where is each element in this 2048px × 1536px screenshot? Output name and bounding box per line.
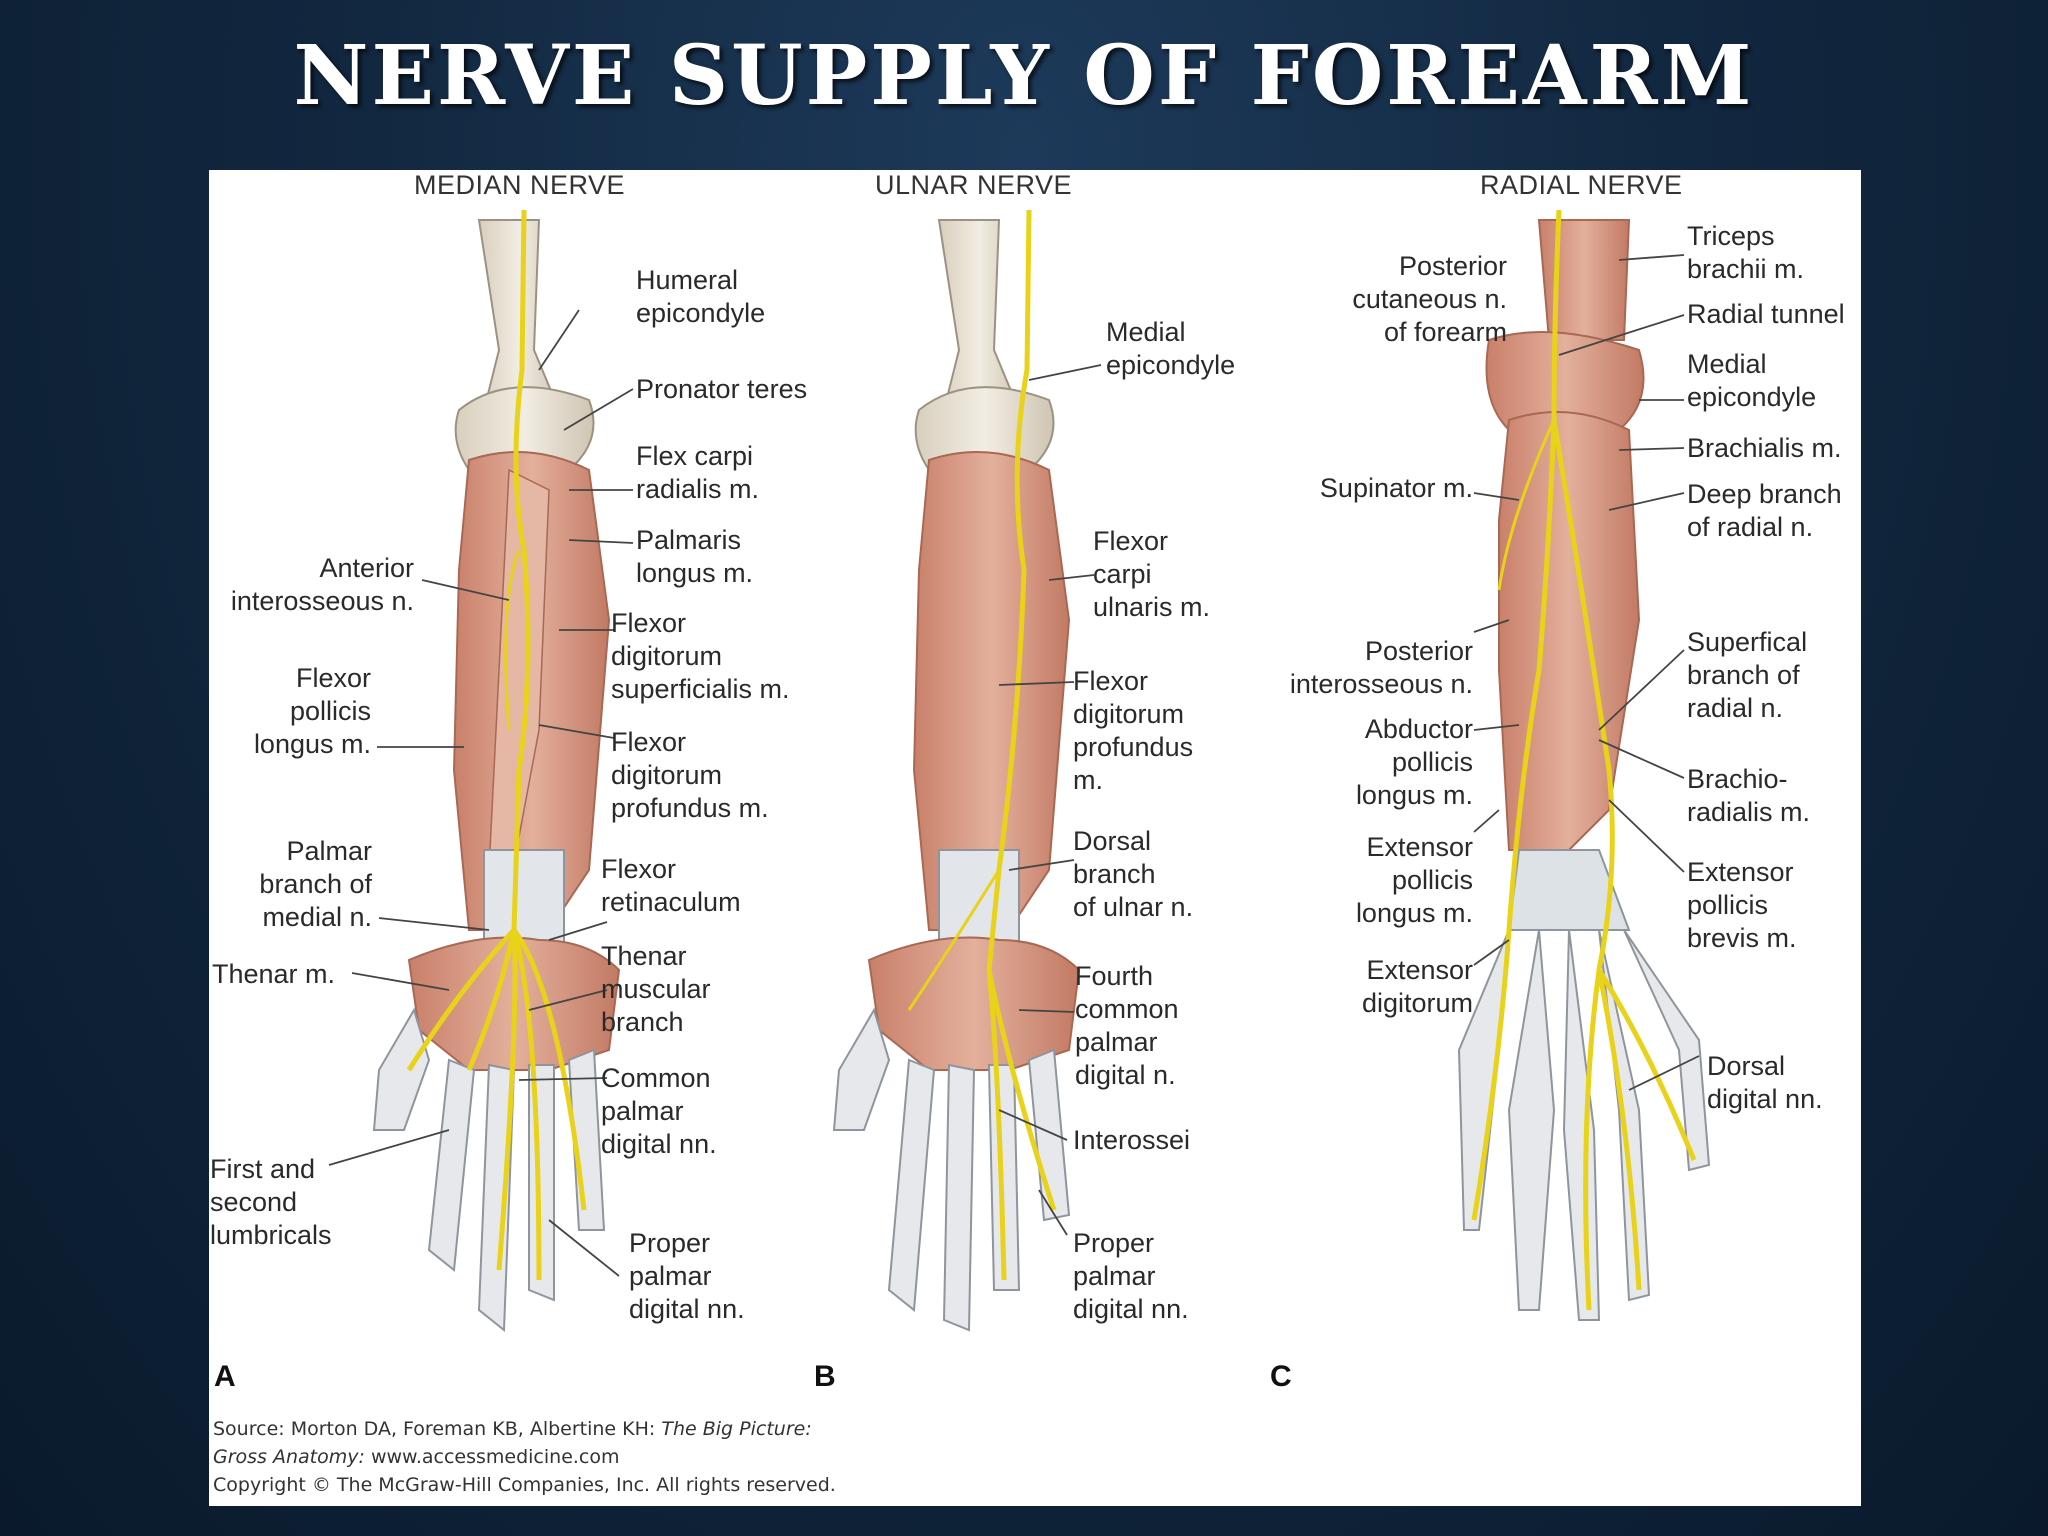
source-line1-italic: The Big Picture:: [661, 1418, 812, 1440]
label-common-palmar: Common palmar digital nn.: [601, 1063, 717, 1159]
label-fds: Flexor digitorum superficialis m.: [611, 608, 790, 704]
label-proper-palmar-a: Proper palmar digital nn.: [629, 1228, 745, 1324]
label-epb: Extensor pollicis brevis m.: [1687, 857, 1797, 953]
label-posterior-interosseous: Posterior interosseous n.: [1289, 636, 1473, 699]
label-fpl: Flexor pollicis longus m.: [253, 663, 371, 759]
label-deep-branch: Deep branch of radial n.: [1687, 479, 1842, 542]
label-ext-digitorum: Extensor digitorum: [1361, 955, 1473, 1018]
label-thenar-m: Thenar m.: [212, 959, 336, 989]
label-humeral-epicondyle: Humeral epicondyle: [636, 265, 766, 328]
label-superficial-branch: Superfical branch of radial n.: [1687, 627, 1808, 723]
label-brachioradialis: Brachio- radialis m.: [1687, 764, 1811, 827]
label-triceps: Triceps brachii m.: [1687, 221, 1805, 284]
label-flexor-retinaculum: Flexor retinaculum: [601, 854, 741, 917]
slide-title: NERVE SUPPLY OF FOREARM: [293, 28, 1755, 124]
label-dorsal-digital: Dorsal digital nn.: [1707, 1051, 1823, 1114]
label-proper-palmar-b: Proper palmar digital nn.: [1073, 1228, 1189, 1324]
label-supinator: Supinator m.: [1319, 473, 1473, 503]
panel-letter-b: B: [814, 1360, 836, 1393]
copyright-line: Copyright © The McGraw-Hill Companies, I…: [213, 1474, 836, 1496]
label-lumbricals: First and second lumbricals: [210, 1154, 332, 1250]
label-dorsal-branch: Dorsal branch of ulnar n.: [1073, 826, 1194, 922]
leader-lines: [328, 254, 1700, 1277]
label-anterior-interosseous: Anterior interosseous n.: [230, 553, 414, 616]
anatomy-illustration: [328, 209, 1711, 1333]
label-fdp-b: Flexor digitorum profundus m.: [1073, 666, 1194, 795]
median-arm: [372, 209, 621, 1333]
label-posterior-cutaneous: Posterior cutaneous n. of forearm: [1352, 251, 1507, 347]
label-fcu: Flexor carpi ulnaris m.: [1093, 526, 1211, 622]
radial-arm: [1457, 209, 1711, 1321]
label-palmar-branch: Palmar branch of medial n.: [259, 836, 372, 932]
ulnar-arm: [832, 209, 1081, 1332]
anatomy-figure: MEDIAN NERVE ULNAR NERVE RADIAL NERVE Hu…: [209, 170, 1861, 1506]
label-epl: Extensor pollicis longus m.: [1355, 832, 1473, 928]
label-interossei: Interossei: [1073, 1125, 1191, 1155]
label-pronator-teres: Pronator teres: [636, 374, 808, 404]
label-flex-carpi-radialis: Flex carpi radialis m.: [636, 441, 760, 504]
median-nerve-header: MEDIAN NERVE: [414, 170, 626, 200]
label-apl: Abductor pollicis longus m.: [1355, 714, 1473, 810]
source-citation: Source: Morton DA, Foreman KB, Albertine…: [213, 1415, 836, 1499]
source-url: www.accessmedicine.com: [364, 1446, 620, 1468]
panel-letter-c: C: [1270, 1360, 1292, 1393]
panel-letter-a: A: [214, 1360, 236, 1393]
label-thenar-branch: Thenar muscular branch: [601, 941, 711, 1037]
label-medial-epicondyle-c: Medial epicondyle: [1687, 349, 1817, 412]
ulnar-nerve-header: ULNAR NERVE: [875, 170, 1073, 200]
label-brachialis: Brachialis m.: [1687, 433, 1842, 463]
label-medial-epicondyle-b: Medial epicondyle: [1106, 317, 1236, 380]
label-fdp: Flexor digitorum profundus m.: [611, 727, 769, 823]
label-radial-tunnel: Radial tunnel: [1687, 299, 1845, 329]
label-fourth-common: Fourth common palmar digital n.: [1075, 961, 1179, 1090]
radial-nerve-header: RADIAL NERVE: [1480, 170, 1683, 200]
source-line1-prefix: Source: Morton DA, Foreman KB, Albertine…: [213, 1418, 662, 1440]
label-palmaris-longus: Palmaris longus m.: [636, 525, 754, 588]
source-line2-italic: Gross Anatomy:: [213, 1446, 365, 1468]
